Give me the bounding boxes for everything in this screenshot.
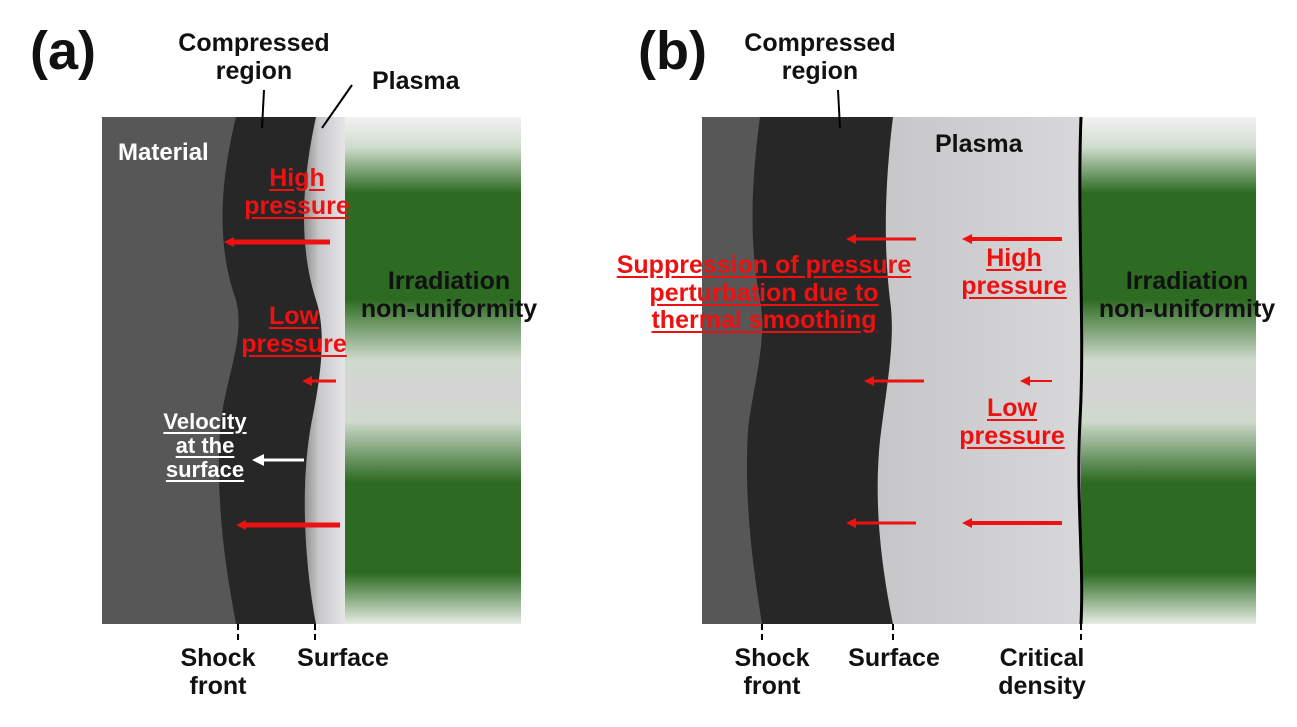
panel-a-velocity-arrowhead	[252, 454, 264, 466]
panel-b-compressed-region	[746, 117, 893, 624]
panel-a-irradiation-beam	[345, 117, 521, 624]
panel-b-compressed-region-label: Compressed region	[744, 29, 896, 85]
panel-b-shock-front-label: Shock front	[734, 644, 810, 700]
panel-b-high-pressure-label: High pressure	[961, 244, 1067, 300]
panel-b	[702, 89, 1256, 644]
panel-b-plasma-label: Plasma	[935, 130, 1023, 158]
panel-b-letter: (b)	[638, 21, 707, 81]
panel-a-material-label: Material	[118, 139, 209, 166]
panel-b-irradiation-beam	[1081, 117, 1256, 624]
panel-b-critical-density-label: Critical density	[998, 644, 1086, 700]
panel-a-compressed-region-label: Compressed region	[178, 29, 330, 85]
panel-a-letter: (a)	[30, 21, 96, 81]
panel-b-critical-density-line	[1077, 116, 1084, 625]
panel-a-plasma-leader	[321, 84, 353, 129]
panel-a	[102, 84, 521, 644]
panel-b-irradiation-label: Irradiation non-uniformity	[1098, 267, 1276, 323]
panel-a-shock-front-label: Shock front	[180, 644, 256, 700]
panel-a-irradiation-label: Irradiation non-uniformity	[360, 267, 538, 323]
panel-b-compressed-leader	[837, 89, 841, 129]
panel-a-plasma-label: Plasma	[372, 67, 460, 95]
panel-a-surface-label: Surface	[297, 644, 389, 672]
panel-a-velocity-label: Velocity at the surface	[163, 409, 247, 483]
panel-b-surface-label: Surface	[848, 644, 940, 672]
panel-b-low-pressure-label: Low pressure	[959, 394, 1065, 450]
panel-a-low-pressure-label: Low pressure	[241, 302, 347, 358]
panel-a-compressed-leader	[261, 89, 265, 129]
panel-a-high-pressure-label: High pressure	[244, 164, 350, 220]
panel-b-suppression-label: Suppression of pressure perturbation due…	[616, 251, 912, 334]
